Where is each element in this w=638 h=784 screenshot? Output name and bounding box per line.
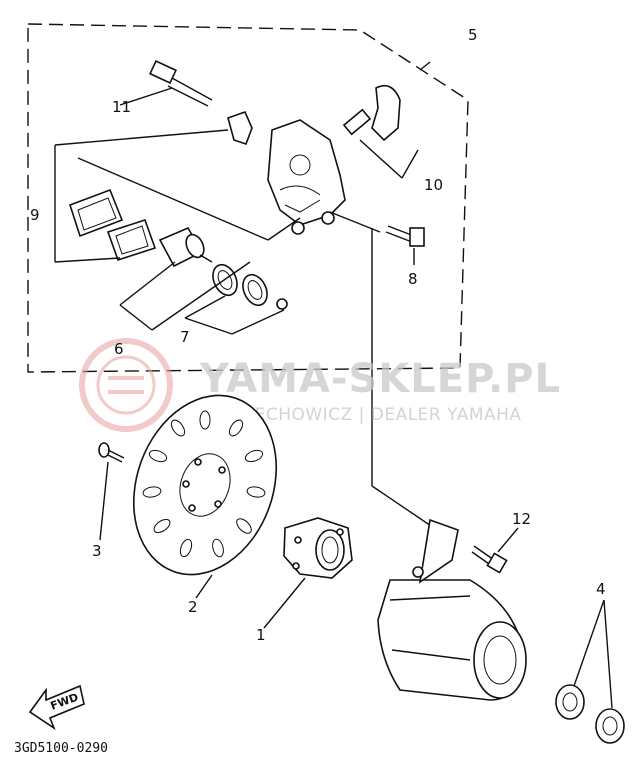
lock-nuts-4: [555, 684, 625, 744]
callout-4: 4: [596, 580, 606, 598]
callout-8: 8: [408, 270, 418, 288]
caliper-piston-6: [158, 226, 213, 268]
leader-line-2: [195, 574, 213, 599]
callout-3: 3: [92, 542, 102, 560]
drawing-code: 3GD5100-0290: [14, 741, 108, 756]
leader-line-4b: [603, 599, 613, 709]
piston-seals-7: [212, 263, 288, 310]
brake-caliper: [267, 119, 346, 235]
leader-line-3: [99, 461, 109, 541]
caliper-bracket-10: [342, 84, 401, 142]
callout-1: 1: [256, 626, 266, 644]
caliper-assembly-frame: [27, 23, 469, 373]
leader-lines-caliper: [54, 61, 441, 533]
callout-6: 6: [114, 340, 124, 358]
pad-spring-clip: [227, 110, 253, 146]
watermark-subtitle: WOJCIECHOWICZ | DEALER YAMAHA: [200, 405, 522, 425]
callout-9: 9: [30, 206, 40, 224]
brake-disc-2: [132, 394, 278, 576]
leader-line-1: [263, 577, 306, 629]
brake-pads-9: [69, 188, 157, 262]
watermark-title: YAMA-SKLEP.PL: [199, 356, 561, 402]
forward-arrow-icon: [28, 684, 85, 731]
callout-5: 5: [468, 26, 478, 44]
callout-11: 11: [112, 98, 131, 116]
bleed-bolt-8: [385, 225, 425, 247]
starter-bolt-12: [471, 545, 508, 574]
leader-line-12: [497, 527, 519, 553]
callout-2: 2: [188, 598, 198, 616]
callout-10: 10: [424, 176, 443, 194]
disc-screw-3: [98, 442, 125, 463]
callout-7: 7: [180, 328, 190, 346]
watermark-logo: [79, 338, 173, 432]
starter-motor: [377, 518, 527, 701]
caliper-bolt-11: [149, 59, 213, 107]
callout-12: 12: [512, 510, 531, 528]
disc-hub-1: [283, 517, 353, 579]
leader-line-4a: [573, 599, 605, 687]
